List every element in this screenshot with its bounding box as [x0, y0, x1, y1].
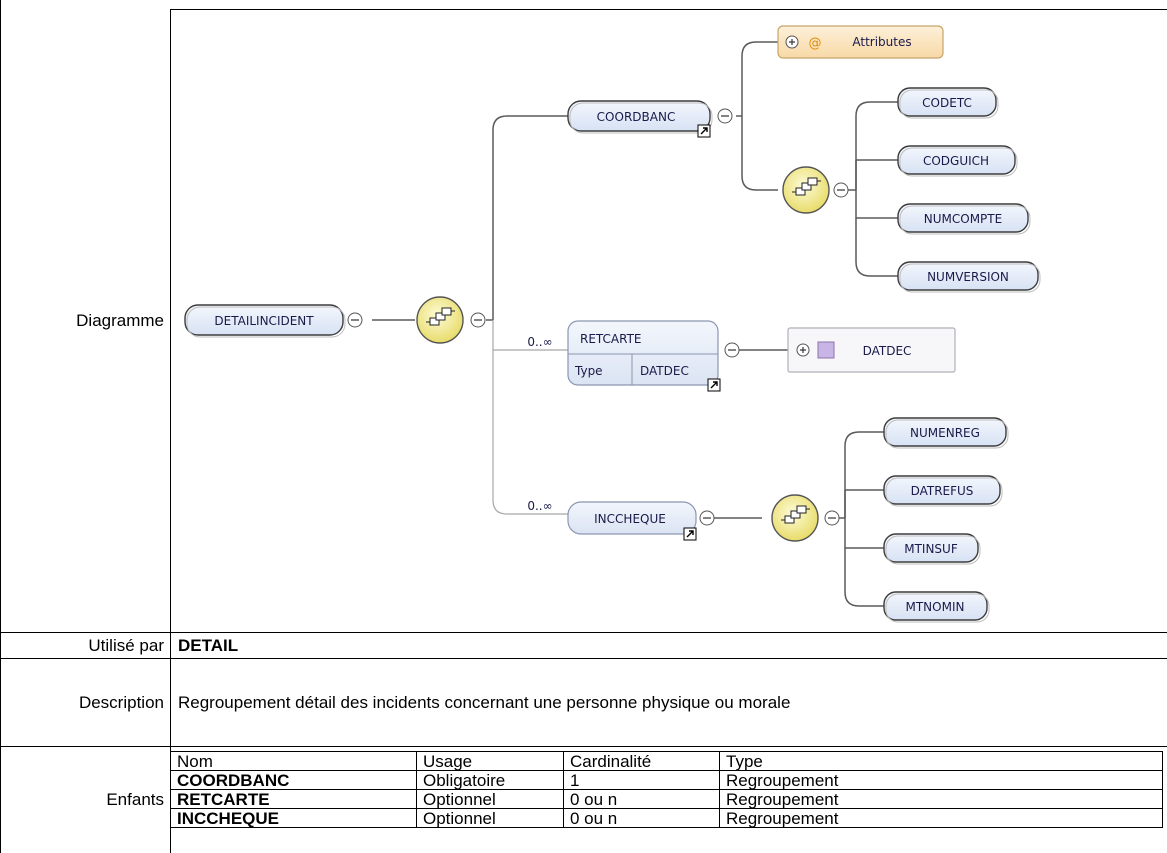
mtinsuf-label: MTINSUF	[904, 542, 958, 556]
table-row: COORDBANC Obligatoire 1 Regroupement	[170, 770, 1163, 790]
codguich-node[interactable]: CODGUICH	[897, 145, 1018, 177]
row-cardinality: 0 ou n	[563, 808, 720, 828]
numversion-node[interactable]: NUMVERSION	[897, 261, 1041, 293]
row-separator-2	[0, 658, 1167, 659]
used-by-link[interactable]: DETAIL	[178, 636, 239, 655]
table-header-row: Nom Usage Cardinalité Type	[170, 751, 1163, 771]
row-name[interactable]: RETCARTE	[170, 789, 417, 809]
coordbanc-label: COORDBANC	[597, 110, 676, 124]
row-type: Regroupement	[719, 789, 1163, 809]
collapse-icon[interactable]	[717, 108, 733, 124]
collapse-icon[interactable]	[699, 510, 715, 526]
sequence-compositor-icon[interactable]	[782, 166, 830, 214]
row-type: Regroupement	[719, 808, 1163, 828]
header-cardinality: Cardinalité	[563, 751, 720, 771]
row-cardinality: 1	[563, 770, 720, 790]
row-type: Regroupement	[719, 770, 1163, 790]
datrefus-node[interactable]: DATREFUS	[883, 475, 1003, 507]
reference-arrow-icon	[697, 124, 711, 138]
table-row: RETCARTE Optionnel 0 ou n Regroupement	[170, 789, 1163, 809]
mtnomin-label: MTNOMIN	[906, 600, 965, 614]
mtnomin-node[interactable]: MTNOMIN	[883, 591, 990, 623]
header-usage: Usage	[416, 751, 564, 771]
retcarte-type-label: Type	[574, 364, 603, 378]
collapse-icon[interactable]	[833, 182, 849, 198]
root-element-node[interactable]: DETAILINCIDENT	[184, 304, 346, 338]
children-table: Nom Usage Cardinalité Type COORDBANC Obl…	[170, 751, 1163, 828]
simple-type-icon	[817, 341, 835, 359]
frame-top-line	[171, 9, 1167, 10]
row-name[interactable]: COORDBANC	[170, 770, 417, 790]
attributes-node[interactable]: @ Attributes	[777, 25, 944, 59]
numenreg-label: NUMENREG	[910, 426, 980, 440]
header-type: Type	[719, 751, 1163, 771]
collapse-icon[interactable]	[724, 342, 740, 358]
datrefus-label: DATREFUS	[911, 484, 974, 498]
row-cardinality: 0 ou n	[563, 789, 720, 809]
row-separator-1	[0, 632, 1167, 633]
attributes-label: Attributes	[852, 35, 911, 49]
inccheque-label: INCCHEQUE	[594, 512, 666, 526]
row-separator-3	[0, 746, 1167, 747]
datdec-type-node[interactable]: DATDEC	[787, 327, 956, 373]
retcarte-cardinality: 0..∞	[527, 335, 552, 349]
optional-connectors	[492, 320, 568, 515]
at-sign-icon: @	[809, 36, 822, 51]
frame-left-line	[0, 0, 1, 853]
numversion-label: NUMVERSION	[927, 270, 1009, 284]
numcompte-label: NUMCOMPTE	[924, 212, 1002, 226]
collapse-icon[interactable]	[347, 312, 363, 328]
coordbanc-node[interactable]: COORDBANC	[567, 100, 713, 134]
label-column-line	[170, 9, 171, 853]
table-row: INCCHEQUE Optionnel 0 ou n Regroupement	[170, 808, 1163, 828]
root-node-label: DETAILINCIDENT	[214, 314, 314, 328]
row-usage: Optionnel	[416, 808, 564, 828]
row-usage: Optionnel	[416, 789, 564, 809]
inccheque-cardinality: 0..∞	[527, 499, 552, 513]
collapse-icon[interactable]	[470, 312, 486, 328]
mtinsuf-node[interactable]: MTINSUF	[883, 533, 981, 565]
used-by-label: Utilisé par	[88, 635, 164, 655]
children-label: Enfants	[106, 790, 164, 809]
numenreg-node[interactable]: NUMENREG	[883, 417, 1009, 449]
numcompte-node[interactable]: NUMCOMPTE	[897, 203, 1031, 235]
header-name: Nom	[170, 751, 417, 771]
reference-arrow-icon	[707, 378, 721, 392]
description-text: Regroupement détail des incidents concer…	[178, 693, 791, 712]
reference-arrow-icon	[683, 527, 697, 541]
codetc-node[interactable]: CODETC	[897, 87, 999, 119]
schema-diagram: DETAILINCIDENT COORDBANC @ Attribu	[184, 25, 1041, 623]
retcarte-type-value: DATDEC	[640, 364, 689, 378]
sequence-compositor-icon[interactable]	[771, 494, 819, 542]
retcarte-label: RETCARTE	[580, 332, 642, 346]
description-label: Description	[78, 692, 164, 712]
retcarte-node[interactable]: RETCARTE Type DATDEC	[567, 320, 719, 386]
connector-lines	[372, 41, 898, 607]
sequence-compositor-icon[interactable]	[416, 296, 464, 344]
datdec-label: DATDEC	[863, 344, 912, 358]
row-name[interactable]: INCCHEQUE	[170, 808, 417, 828]
diagram-label: Diagramme	[76, 310, 164, 330]
collapse-icon[interactable]	[824, 510, 840, 526]
codguich-label: CODGUICH	[923, 154, 989, 168]
inccheque-node[interactable]: INCCHEQUE	[567, 501, 697, 535]
row-usage: Obligatoire	[416, 770, 564, 790]
codetc-label: CODETC	[922, 96, 972, 110]
